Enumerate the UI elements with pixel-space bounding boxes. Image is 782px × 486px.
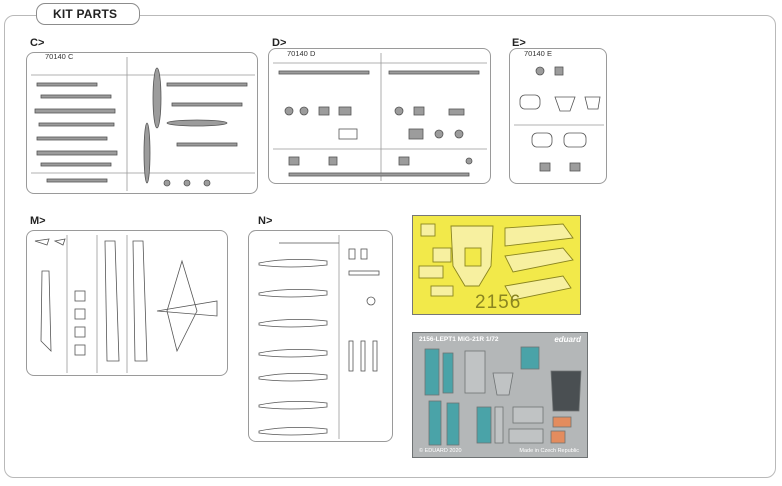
photo-etch-brand: eduard — [554, 335, 581, 344]
sprue-d: 70140 D — [268, 48, 491, 184]
sprue-n-parts — [258, 235, 380, 439]
sprue-n — [248, 230, 393, 442]
photo-etch-title: 2156-LEPT1 MiG-21R 1/72 — [419, 336, 499, 343]
photo-etch-parts — [424, 346, 582, 446]
sprue-c: 70140 C — [26, 52, 258, 194]
sprue-m-label: M> — [30, 215, 46, 227]
sprue-m-parts — [34, 235, 218, 373]
sprue-m — [26, 230, 228, 376]
sprue-c-label: C> — [30, 37, 45, 49]
mask-number: 2156 — [475, 292, 522, 313]
sprue-d-parts — [273, 53, 487, 181]
sprue-c-code: 70140 C — [45, 52, 74, 61]
sprue-n-label: N> — [258, 215, 273, 227]
photo-etch-fret: 2156-LEPT1 MiG-21R 1/72 eduard © EDUARD … — [412, 332, 588, 458]
sprue-e-code: 70140 E — [524, 49, 552, 58]
kit-parts-frame — [4, 15, 776, 478]
mask-shapes — [418, 223, 574, 301]
photo-etch-made-in: Made in Czech Republic — [519, 448, 579, 454]
paint-mask-sheet: 2156 — [412, 215, 581, 315]
sprue-e-label: E> — [512, 37, 526, 49]
sprue-d-label: D> — [272, 37, 287, 49]
sprue-c-parts — [31, 57, 255, 191]
sprue-e: 70140 E — [509, 48, 607, 184]
photo-etch-copyright: © EDUARD 2020 — [419, 448, 462, 454]
sprue-e-parts — [514, 66, 604, 172]
sprue-d-code: 70140 D — [287, 49, 316, 58]
section-title: KIT PARTS — [36, 3, 140, 25]
